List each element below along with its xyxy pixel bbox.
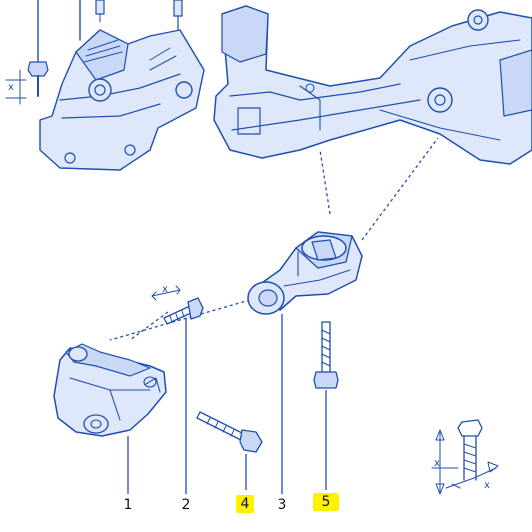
torque-rod-mount [247,231,363,315]
callout-1: 1 [123,497,133,513]
dimension-x-label: x [162,284,168,295]
upper-left-mount-assembly [5,0,205,171]
bolt-item-2 [151,285,204,325]
bracket-item-1 [53,343,167,437]
callout-3: 3 [277,497,287,513]
dimension-x-label: x [434,458,440,469]
dimension-x-label: x [8,82,14,93]
subframe-assembly [213,5,532,165]
bolt-item-4 [196,411,263,453]
dimension-x-label: x [484,480,490,491]
bolt-item-5 [313,321,339,389]
callout-5-highlighted: 5 [313,493,339,511]
callout-4-highlighted: 4 [236,495,254,513]
callout-2: 2 [181,497,191,513]
torque-spec-symbol [431,419,499,495]
